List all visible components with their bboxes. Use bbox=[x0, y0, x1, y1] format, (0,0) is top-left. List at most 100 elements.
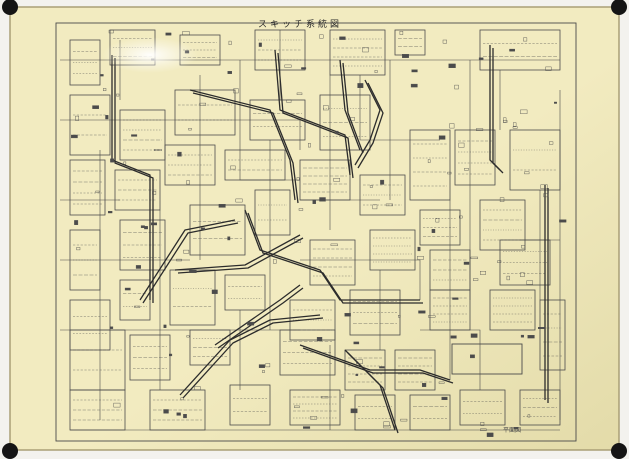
terminal-mark bbox=[140, 225, 145, 229]
terminal-mark bbox=[108, 29, 114, 34]
component-block bbox=[479, 199, 526, 251]
terminal-mark bbox=[186, 180, 190, 185]
terminal-mark bbox=[100, 74, 104, 77]
terminal-mark bbox=[499, 197, 505, 202]
terminal-mark bbox=[316, 337, 323, 342]
terminal-mark bbox=[526, 280, 533, 285]
terminal-mark bbox=[344, 313, 351, 317]
terminal-mark bbox=[513, 122, 517, 127]
terminal-mark bbox=[168, 353, 173, 357]
terminal-mark bbox=[428, 315, 436, 318]
terminal-mark bbox=[105, 115, 109, 120]
bus-line bbox=[302, 347, 454, 384]
terminal-mark bbox=[284, 64, 292, 68]
terminal-mark bbox=[506, 275, 510, 281]
terminal-mark bbox=[323, 105, 329, 111]
bus-line bbox=[342, 62, 364, 154]
terminal-mark bbox=[183, 249, 190, 254]
terminal-mark bbox=[438, 381, 445, 384]
component-block bbox=[289, 389, 341, 426]
bus-line bbox=[177, 237, 304, 274]
terminal-mark bbox=[540, 184, 548, 189]
component-block bbox=[539, 299, 566, 371]
bus-line bbox=[357, 82, 384, 169]
component-block bbox=[254, 189, 291, 236]
component-block bbox=[319, 94, 371, 151]
terminal-mark bbox=[186, 335, 190, 338]
bus-line bbox=[492, 48, 504, 174]
terminal-mark bbox=[109, 326, 114, 329]
terminal-mark bbox=[554, 101, 558, 104]
wire bbox=[420, 329, 481, 390]
terminal-mark bbox=[383, 421, 390, 427]
bus-line bbox=[354, 79, 381, 166]
corner-note: 平面図 bbox=[503, 427, 521, 434]
bus-line bbox=[111, 55, 151, 300]
terminal-mark bbox=[480, 428, 487, 432]
terminal-mark bbox=[107, 210, 113, 214]
bus-line bbox=[274, 49, 351, 176]
component-block bbox=[359, 174, 406, 216]
terminal-mark bbox=[452, 297, 459, 300]
wire bbox=[300, 259, 421, 300]
light-glare bbox=[102, 37, 198, 73]
terminal-mark bbox=[258, 364, 266, 368]
terminal-mark bbox=[349, 116, 355, 121]
terminal-mark bbox=[301, 67, 307, 70]
component-block bbox=[394, 29, 426, 56]
terminal-mark bbox=[427, 159, 431, 163]
terminal-mark bbox=[70, 134, 78, 139]
terminal-marks bbox=[70, 29, 567, 437]
terminal-mark bbox=[303, 426, 311, 429]
terminal-mark bbox=[512, 126, 518, 129]
terminal-mark bbox=[154, 149, 162, 152]
terminal-mark bbox=[520, 334, 524, 338]
terminal-mark bbox=[113, 402, 121, 408]
main-bus-lines bbox=[111, 45, 549, 434]
terminal-mark bbox=[135, 265, 142, 269]
terminal-mark bbox=[152, 190, 157, 195]
terminal-mark bbox=[110, 158, 115, 163]
terminal-mark bbox=[165, 32, 172, 36]
terminal-mark bbox=[559, 219, 567, 223]
terminal-mark bbox=[163, 409, 169, 414]
component-block bbox=[69, 299, 111, 351]
bus-line bbox=[299, 344, 451, 381]
terminal-mark bbox=[74, 220, 79, 225]
terminal-mark bbox=[441, 396, 448, 401]
wire bbox=[239, 60, 300, 181]
component-block bbox=[459, 389, 506, 426]
legend-box bbox=[451, 343, 523, 375]
drawing-border bbox=[55, 22, 577, 442]
component-block bbox=[419, 209, 461, 246]
terminal-mark bbox=[218, 203, 226, 208]
terminal-mark bbox=[411, 69, 418, 73]
terminal-mark bbox=[447, 171, 452, 175]
corner-clip-top-left bbox=[2, 0, 18, 15]
component-block bbox=[174, 89, 236, 136]
terminal-mark bbox=[509, 48, 516, 52]
terminal-mark bbox=[463, 261, 470, 265]
terminal-mark bbox=[543, 193, 549, 198]
terminal-mark bbox=[176, 258, 182, 262]
terminal-mark bbox=[503, 117, 507, 123]
bus-line bbox=[244, 209, 420, 301]
terminal-mark bbox=[356, 359, 363, 364]
terminal-mark bbox=[273, 259, 277, 264]
bus-line bbox=[217, 287, 304, 349]
terminal-mark bbox=[319, 197, 326, 202]
terminal-mark bbox=[330, 243, 338, 246]
component-block bbox=[119, 109, 166, 161]
terminal-mark bbox=[458, 142, 465, 148]
terminal-mark bbox=[448, 63, 456, 69]
terminal-mark bbox=[75, 115, 80, 121]
terminal-mark bbox=[262, 370, 265, 373]
component-block bbox=[289, 299, 336, 341]
terminal-mark bbox=[527, 414, 531, 418]
terminal-mark bbox=[355, 373, 359, 376]
terminal-mark bbox=[235, 198, 243, 203]
terminal-mark bbox=[480, 271, 486, 275]
terminal-mark bbox=[176, 412, 181, 416]
bus-line bbox=[182, 317, 324, 399]
